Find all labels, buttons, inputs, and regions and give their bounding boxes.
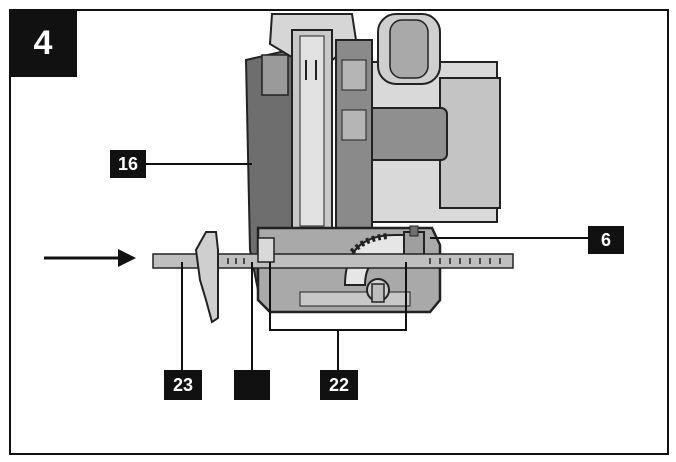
figure-number-badge: 4 — [9, 9, 77, 77]
guide-fence — [194, 231, 219, 324]
depth-column — [335, 39, 373, 241]
leader-lines — [146, 163, 588, 370]
callout-23: 23 — [164, 370, 202, 400]
callout-16: 16 — [110, 150, 146, 178]
callout-22: 22 — [320, 370, 358, 400]
callout-6: 6 — [588, 226, 624, 254]
parallel-guide-rule — [152, 253, 514, 269]
motor-housing — [354, 13, 501, 223]
handle — [261, 13, 358, 236]
figure-frame — [9, 9, 669, 455]
insert-direction-arrow — [44, 249, 136, 267]
callout-unlabeled — [234, 370, 270, 400]
